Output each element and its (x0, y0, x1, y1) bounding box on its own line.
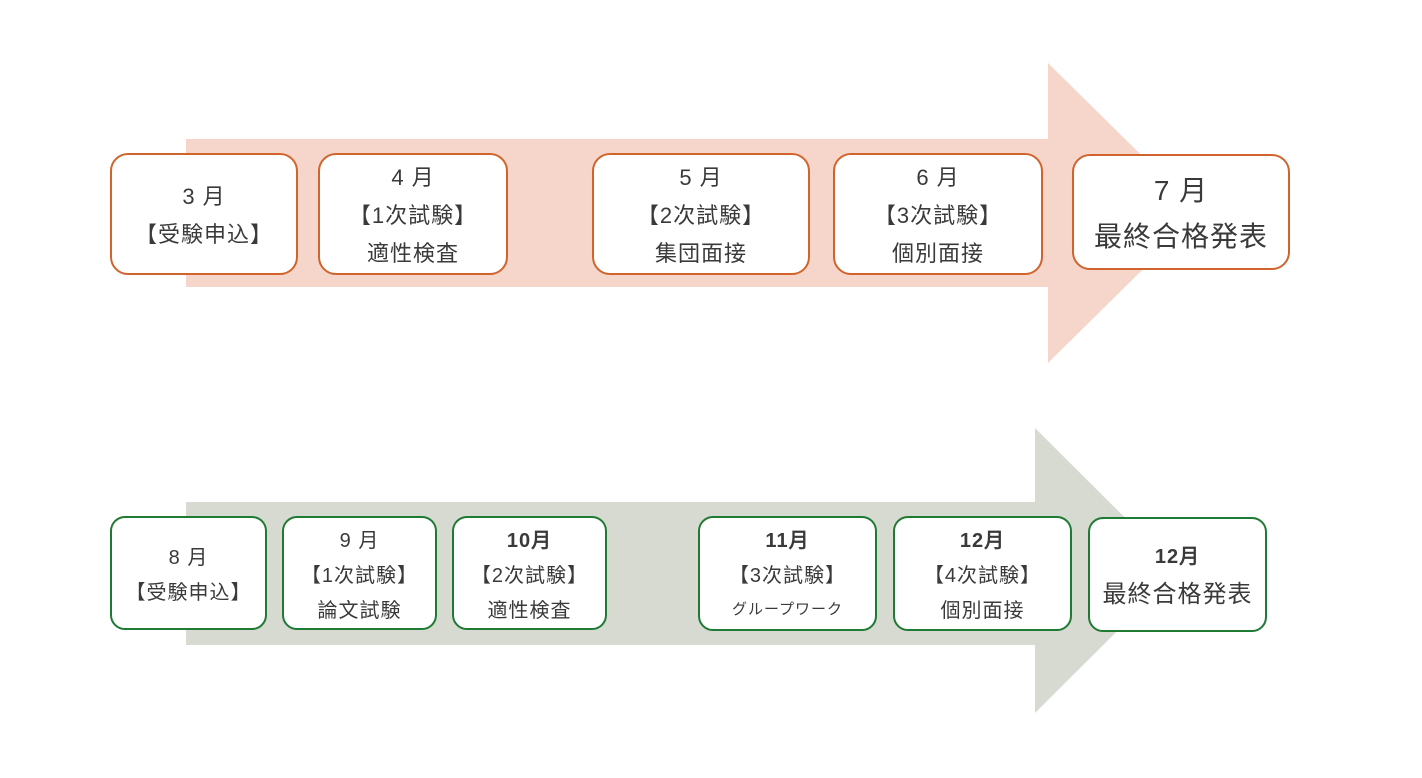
step-month: 3 月 (182, 184, 226, 209)
step-month: 10月 (506, 529, 553, 552)
step-month: 5 月 (679, 165, 723, 190)
step-detail: 個別面接 (891, 241, 984, 266)
step-detail: 集団面接 (654, 241, 747, 266)
step-stage: 【2次試験】 (470, 564, 589, 587)
step-stage: 【受験申込】 (125, 582, 252, 604)
tl1-step4-box: 6 月 【3次試験】 個別面接 (833, 153, 1043, 275)
step-detail: 適性検査 (366, 241, 459, 266)
step-month: 11月 (765, 530, 810, 552)
step-month: 12月 (1154, 546, 1201, 568)
step-month: 8 月 (168, 547, 209, 569)
tl1-final-box: 7 月 最終合格発表 (1072, 154, 1290, 270)
step-stage: 【3次試験】 (728, 565, 847, 587)
step-stage: 【1次試験】 (348, 203, 478, 228)
step-detail: 個別面接 (940, 600, 1025, 622)
step-detail: 論文試験 (317, 599, 402, 622)
step-detail: 適性検査 (487, 599, 572, 622)
step-stage: 最終合格発表 (1093, 221, 1268, 252)
tl1-step2-box: 4 月 【1次試験】 適性検査 (318, 153, 508, 275)
step-stage: 【3次試験】 (873, 203, 1003, 228)
step-stage: 最終合格発表 (1102, 581, 1253, 608)
tl2-step5-box: 12月 【4次試験】 個別面接 (893, 516, 1072, 631)
step-stage: 【受験申込】 (134, 222, 273, 247)
tl2-step2-box: 9 月 【1次試験】 論文試験 (282, 516, 437, 630)
tl1-step3-box: 5 月 【2次試験】 集団面接 (592, 153, 810, 275)
step-stage: 【4次試験】 (923, 565, 1042, 587)
step-month: 12月 (959, 530, 1006, 552)
step-month: 4 月 (391, 165, 435, 190)
tl2-step1-box: 8 月 【受験申込】 (110, 516, 267, 630)
step-stage: 【2次試験】 (636, 203, 766, 228)
step-month: 9 月 (339, 529, 380, 552)
step-stage: 【1次試験】 (300, 564, 419, 587)
tl2-final-box: 12月 最終合格発表 (1088, 517, 1267, 632)
tl2-step4-box: 11月 【3次試験】 グループワーク (698, 516, 877, 631)
step-detail: グループワーク (731, 601, 844, 618)
tl1-step1-box: 3 月 【受験申込】 (110, 153, 298, 275)
tl2-step3-box: 10月 【2次試験】 適性検査 (452, 516, 607, 630)
step-month: 7 月 (1153, 175, 1209, 206)
step-month: 6 月 (916, 165, 960, 190)
